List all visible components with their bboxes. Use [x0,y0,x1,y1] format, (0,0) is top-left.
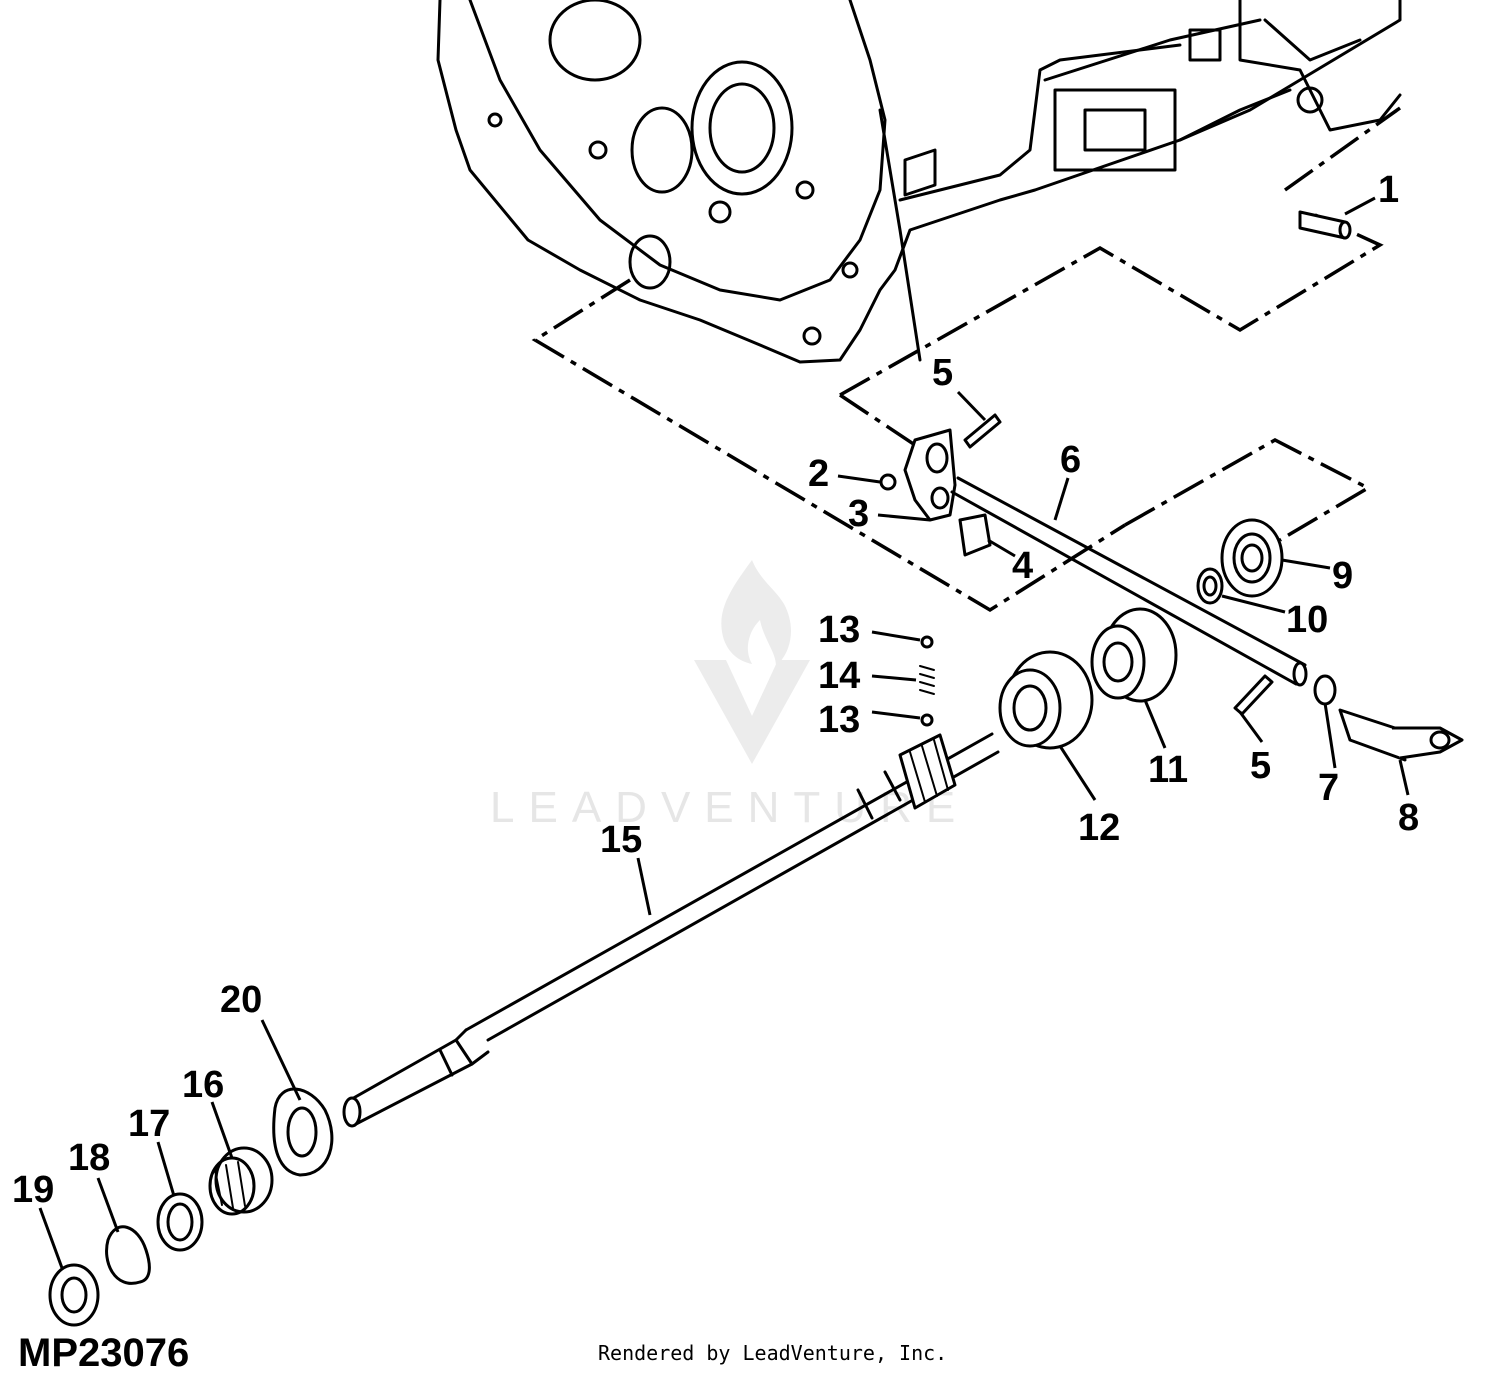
part-4-block [958,513,992,557]
part-2-ball [879,473,897,491]
part-8-shift-lever [1338,708,1464,762]
part-7-clip [1313,674,1337,706]
part-9-bearing [1220,518,1284,598]
location-lines [531,106,1402,613]
callout-13-lower: 13 [818,699,860,741]
housing-bore-line [531,278,1126,613]
part-6-shift-rod [950,476,1308,687]
part-15-shaft [342,732,1000,1128]
callout-16: 16 [182,1064,224,1106]
part-13-ball-lower [920,713,934,727]
callout-2: 2 [808,453,829,495]
bearing-line [1124,438,1372,542]
callout-6: 6 [1060,439,1081,481]
upper-assembly-line [839,213,1384,397]
callout-5-upper: 5 [932,352,953,394]
callout-10: 10 [1286,599,1328,641]
callout-19: 19 [12,1169,54,1211]
callout-11: 11 [1148,749,1188,791]
callout-1: 1 [1378,169,1399,211]
dowel-line [1283,106,1402,192]
watermark-text: LEADVENTURE [490,783,969,832]
part-10-washer [1196,567,1224,605]
part-12-hub [998,650,1094,750]
callout-17: 17 [128,1103,170,1145]
callout-14: 14 [818,655,860,697]
leader-lines [38,196,1410,1269]
callout-8: 8 [1398,797,1419,839]
callout-15: 15 [600,819,642,861]
callout-9: 9 [1332,555,1353,597]
watermark: LEADVENTURE [490,560,969,832]
part-13-ball-upper [920,635,934,649]
transaxle-housing [436,0,1402,364]
callouts: 1 2 3 4 5 5 6 7 8 9 10 11 12 13 13 14 15… [12,169,1419,1211]
callout-18: 18 [68,1137,110,1179]
callout-20: 20 [220,979,262,1021]
callout-5-lower: 5 [1250,745,1271,787]
part-18-snap-ring [105,1225,151,1285]
callout-12: 12 [1078,807,1120,849]
part-20-retainer [272,1087,334,1177]
footer-credit: Rendered by LeadVenture, Inc. [598,1341,947,1365]
part-1-dowel-pin [1298,210,1352,240]
part-14-spring [919,665,935,695]
callout-3: 3 [848,493,869,535]
shift-assembly-line [839,393,916,447]
callout-7: 7 [1318,767,1339,809]
watermark-flame-logo [721,560,791,666]
shift-fork-assembly [879,428,992,557]
figure-id: MP23076 [18,1331,189,1375]
part-16-needle-bearing [208,1146,274,1216]
callout-4: 4 [1012,545,1033,587]
part-19-washer [48,1263,100,1327]
part-5-roll-pins [963,413,1274,716]
part-11-collar [1090,607,1178,703]
callout-13-upper: 13 [818,609,860,651]
part-17-seal [156,1192,204,1252]
detent-ball-spring [919,635,935,727]
watermark-v-logo [694,660,810,764]
